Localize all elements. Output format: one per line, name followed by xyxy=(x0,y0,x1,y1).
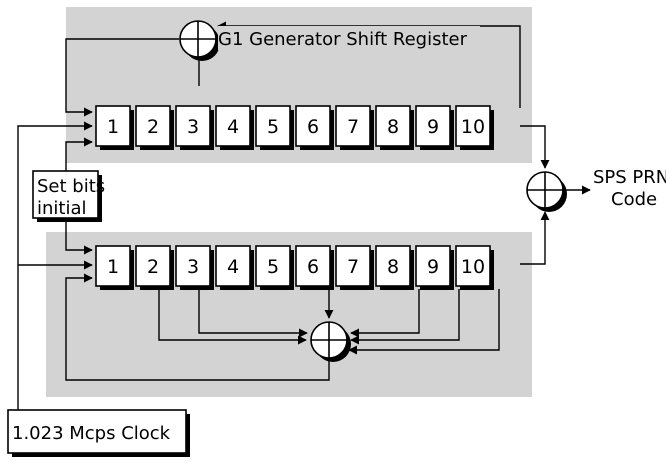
g1-cell-5: 5 xyxy=(255,105,294,150)
g1-title-background xyxy=(218,26,480,50)
g1-cell-7: 7 xyxy=(335,105,374,150)
output-label-line2: Code xyxy=(611,189,657,210)
g1-cell-label-8: 8 xyxy=(387,116,399,138)
g1-cell-label-1: 1 xyxy=(107,116,119,138)
g1-title: G1 Generator Shift Register xyxy=(218,29,468,50)
g2-cell-label-4: 4 xyxy=(227,256,239,278)
g1-cell-label-4: 4 xyxy=(227,116,239,138)
output-xor-gate xyxy=(526,171,567,212)
g2-cell-label-5: 5 xyxy=(267,256,279,278)
g2-feedback-wiring xyxy=(65,273,500,381)
g2-cell-6: 6 xyxy=(295,245,334,290)
g1-cell-label-2: 2 xyxy=(147,116,159,138)
g2-cell-7: 7 xyxy=(335,245,374,290)
clock-box: 1.023 Mcps Clock xyxy=(7,409,190,457)
g2-cell-label-2: 2 xyxy=(147,256,159,278)
g2-cell-label-1: 1 xyxy=(107,256,119,278)
g2-cell-label-9: 9 xyxy=(427,256,439,278)
g1-register: 1 2 3 4 5 6 7 8 9 10 xyxy=(95,105,494,150)
g1-cell-3: 3 xyxy=(175,105,214,150)
g2-cell-label-10: 10 xyxy=(461,256,485,278)
g1-cell-2: 2 xyxy=(135,105,174,150)
g2-cell-label-8: 8 xyxy=(387,256,399,278)
g1-cell-label-7: 7 xyxy=(347,116,359,138)
g2-cell-1: 1 xyxy=(95,245,134,290)
g1-cell-label-10: 10 xyxy=(461,116,485,138)
g1-cell-6: 6 xyxy=(295,105,334,150)
g2-cell-label-7: 7 xyxy=(347,256,359,278)
g2-cell-3: 3 xyxy=(175,245,214,290)
g2-cell-5: 5 xyxy=(255,245,294,290)
g2-cell-9: 9 xyxy=(415,245,454,290)
clock-wiring xyxy=(17,121,93,410)
output-wiring xyxy=(520,125,591,265)
set-bits-wiring xyxy=(65,137,93,255)
g1-cell-1: 1 xyxy=(95,105,134,150)
g1-cell-9: 9 xyxy=(415,105,454,150)
clock-label: 1.023 Mcps Clock xyxy=(12,423,171,444)
g1-cell-10: 10 xyxy=(455,105,494,150)
g1-cell-8: 8 xyxy=(375,105,414,150)
set-bits-line2: initial xyxy=(37,198,87,219)
g2-cell-label-3: 3 xyxy=(187,256,199,278)
g2-register: 1 2 3 4 5 6 7 8 9 10 xyxy=(95,245,494,290)
g2-cell-8: 8 xyxy=(375,245,414,290)
g1-cell-4: 4 xyxy=(215,105,254,150)
set-bits-line1: Set bits xyxy=(37,176,105,197)
g1-cell-label-6: 6 xyxy=(307,116,319,138)
g2-cell-10: 10 xyxy=(455,245,494,290)
g1-cell-label-3: 3 xyxy=(187,116,199,138)
g2-cell-label-6: 6 xyxy=(307,256,319,278)
output-label-line1: SPS PRN xyxy=(593,167,666,188)
g1-cell-label-5: 5 xyxy=(267,116,279,138)
g2-cell-4: 4 xyxy=(215,245,254,290)
set-bits-box: Set bits initial xyxy=(32,170,105,222)
g2-cell-2: 2 xyxy=(135,245,174,290)
g1-xor-gate xyxy=(179,20,220,61)
g2-xor-gate xyxy=(310,321,351,362)
g1-cell-label-9: 9 xyxy=(427,116,439,138)
